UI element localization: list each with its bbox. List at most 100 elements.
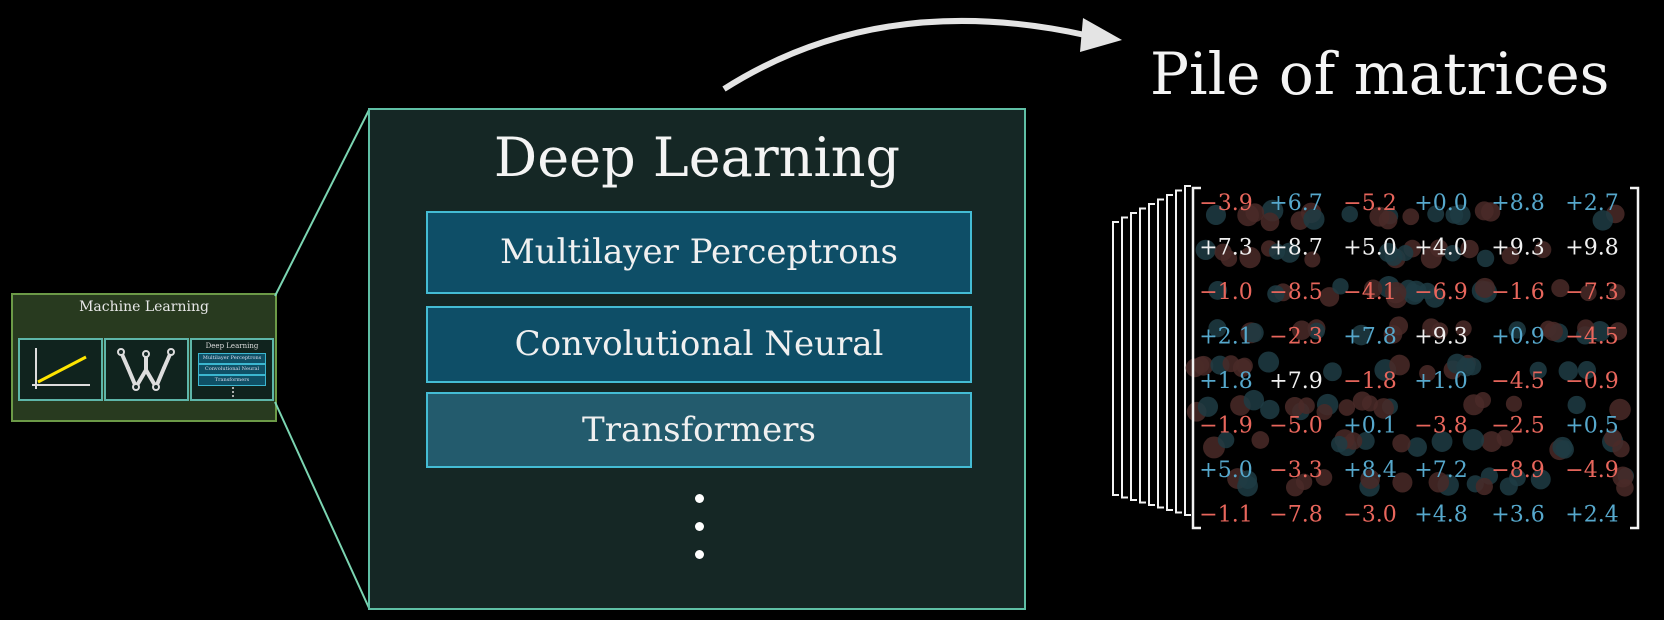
mini-row-transformers: Transformers xyxy=(198,375,266,386)
matrix-value: +0.9 xyxy=(1491,325,1544,350)
background-dot xyxy=(1260,212,1280,232)
row-transformers: Transformers xyxy=(426,392,972,468)
background-dot xyxy=(1431,322,1449,340)
background-dot xyxy=(1338,399,1356,416)
deep-learning-thumbnail: Deep Learning Multilayer Perceptrons Con… xyxy=(190,338,274,401)
matrix-value: −5.2 xyxy=(1343,191,1396,216)
background-dot xyxy=(1567,395,1586,415)
matrix-value: +9.8 xyxy=(1565,236,1618,261)
matrix-value: −2.5 xyxy=(1491,414,1544,439)
deep-learning-panel: Deep Learning Multilayer Perceptrons Con… xyxy=(368,108,1026,610)
stack-frame xyxy=(1112,221,1119,496)
stack-frame xyxy=(1148,203,1155,506)
background-dot xyxy=(1192,356,1210,374)
background-dot xyxy=(1304,251,1321,268)
background-dot xyxy=(1389,316,1409,336)
matrix-pile: −3.9+6.7−5.2+0.0+8.8+2.7+7.3+8.7+5.0+4.0… xyxy=(1112,185,1640,530)
background-dot xyxy=(1462,429,1485,451)
matrix-value: −4.5 xyxy=(1491,369,1544,394)
matrix-value: −1.8 xyxy=(1343,369,1396,394)
matrix-value: −5.0 xyxy=(1269,414,1322,439)
background-dot xyxy=(1475,477,1493,496)
matrix-value: +8.7 xyxy=(1269,236,1322,261)
stack-frame xyxy=(1184,185,1191,516)
background-dot xyxy=(1474,277,1495,298)
background-dot xyxy=(1392,434,1411,453)
background-dot xyxy=(1245,203,1265,223)
background-dot xyxy=(1239,246,1261,269)
left-bracket xyxy=(1191,186,1201,530)
background-dot xyxy=(1220,250,1238,267)
background-dot xyxy=(1243,389,1265,411)
matrix-value: +7.3 xyxy=(1199,236,1252,261)
background-dot xyxy=(1319,287,1340,307)
zoom-line-bottom xyxy=(274,401,370,609)
background-dot xyxy=(1363,279,1383,298)
background-dot xyxy=(1352,391,1372,411)
background-dot xyxy=(1292,320,1312,340)
front-matrix-brackets xyxy=(1191,186,1640,530)
stack-frame xyxy=(1157,198,1164,509)
deep-learning-mini-title: Deep Learning xyxy=(205,342,259,350)
deep-learning-title: Deep Learning xyxy=(493,126,901,189)
background-dot xyxy=(1534,241,1552,259)
background-dot xyxy=(1360,469,1380,490)
background-dot xyxy=(1385,281,1407,304)
background-dot xyxy=(1350,324,1372,346)
background-dot xyxy=(1555,440,1574,459)
background-dot xyxy=(1577,319,1595,337)
background-dot xyxy=(1427,205,1445,223)
background-dot xyxy=(1205,204,1227,225)
mini-ellipsis-icon xyxy=(232,387,234,397)
matrix-values: −3.9+6.7−5.2+0.0+8.8+2.7+7.3+8.7+5.0+4.0… xyxy=(1199,191,1618,528)
background-dot xyxy=(1217,431,1235,449)
curved-arrow-icon xyxy=(722,17,1086,92)
background-dot xyxy=(1323,362,1342,382)
background-dot xyxy=(1341,205,1358,223)
arrowhead-icon xyxy=(1080,18,1122,52)
background-dot xyxy=(1378,210,1398,230)
background-dot xyxy=(1279,242,1300,263)
matrix-value: −3.0 xyxy=(1343,503,1396,528)
background-dot xyxy=(1315,469,1333,486)
background-dot xyxy=(1529,361,1547,379)
stacked-matrix-frames xyxy=(1112,185,1191,516)
background-dot xyxy=(1577,360,1596,380)
stack-frame xyxy=(1130,212,1137,501)
matrix-value: −3.9 xyxy=(1199,191,1252,216)
background-dot xyxy=(1331,435,1348,453)
background-dot xyxy=(1480,202,1501,222)
linear-regression-thumbnail xyxy=(18,338,103,401)
stack-frame xyxy=(1166,194,1173,511)
matrix-value: −4.9 xyxy=(1565,458,1618,483)
matrix-value: −4.1 xyxy=(1343,280,1396,305)
matrix-value: +3.6 xyxy=(1491,503,1544,528)
background-dot xyxy=(1460,239,1479,259)
matrix-value: +4.8 xyxy=(1414,503,1467,528)
matrix-value: +2.4 xyxy=(1565,503,1618,528)
background-dot xyxy=(1419,365,1436,382)
background-dot xyxy=(1505,395,1523,412)
background-dot xyxy=(1244,322,1264,343)
stack-frame xyxy=(1121,216,1128,499)
matrix-value: −1.6 xyxy=(1491,280,1544,305)
background-dot xyxy=(1481,431,1502,452)
matrix-value: +1.8 xyxy=(1199,369,1252,394)
background-dot xyxy=(1407,437,1427,457)
mini-row-mlp: Multilayer Perceptrons xyxy=(198,353,266,364)
matrix-value: +8.4 xyxy=(1343,458,1396,483)
background-dot xyxy=(1456,357,1476,377)
matrix-value: −8.9 xyxy=(1491,458,1544,483)
matrix-value: −3.3 xyxy=(1269,458,1322,483)
matrix-value: −7.8 xyxy=(1269,503,1322,528)
matrix-value: +7.8 xyxy=(1343,325,1396,350)
background-dot xyxy=(1543,321,1563,341)
matrix-value: −1.0 xyxy=(1199,280,1252,305)
matrix-value: +2.1 xyxy=(1199,325,1252,350)
background-dot xyxy=(1232,358,1252,378)
background-dot xyxy=(1428,471,1450,493)
background-dot xyxy=(1508,321,1526,339)
background-dot xyxy=(1609,398,1631,421)
network-thumbnail xyxy=(104,338,189,401)
matrix-value: +2.7 xyxy=(1565,191,1618,216)
